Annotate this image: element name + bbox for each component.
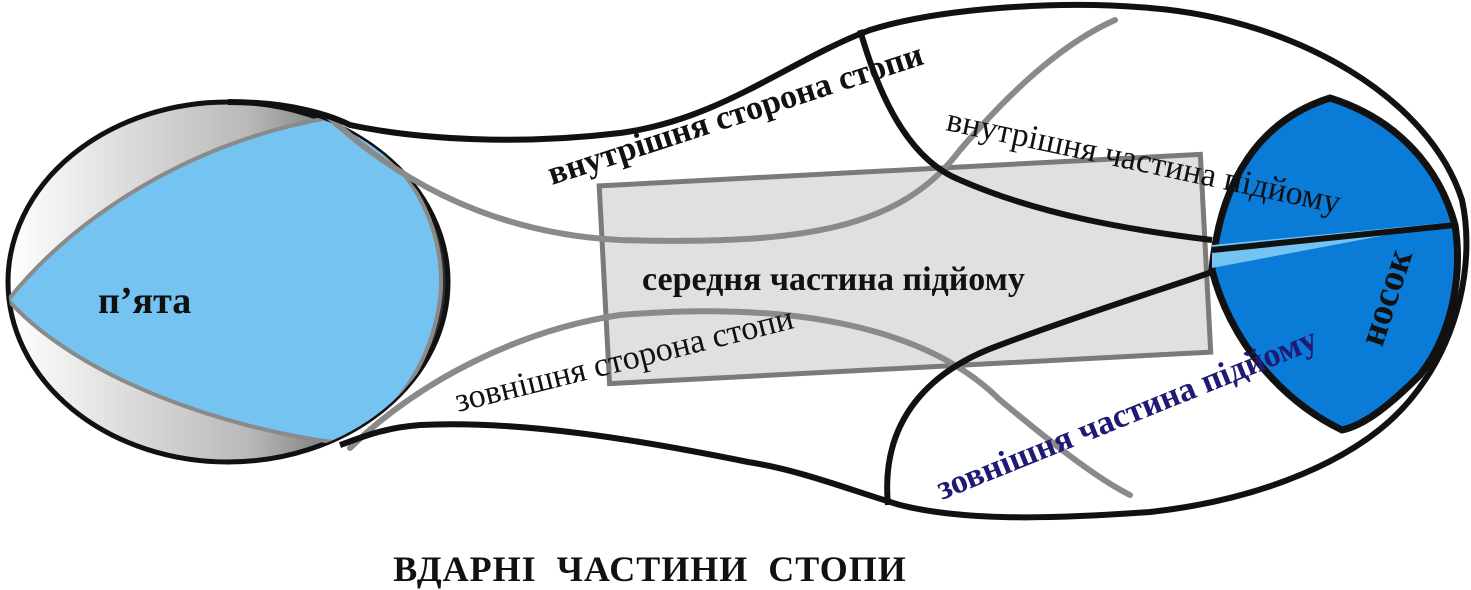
instep-dividers [857,29,1456,506]
heel-zone [5,99,451,465]
foot-outline [227,1,1470,521]
toe-zone [1208,94,1461,434]
heel-blue-area [8,115,443,446]
diagram-caption: ВДАРНІ ЧАСТИНИ СТОПИ [393,549,907,589]
label-heel: п’ята [98,280,191,322]
guide-curves [327,17,1133,498]
label-middle-instep: середня частина підйому [642,261,1025,298]
label-inner-side: внутрішня сторона стопи [543,36,928,192]
